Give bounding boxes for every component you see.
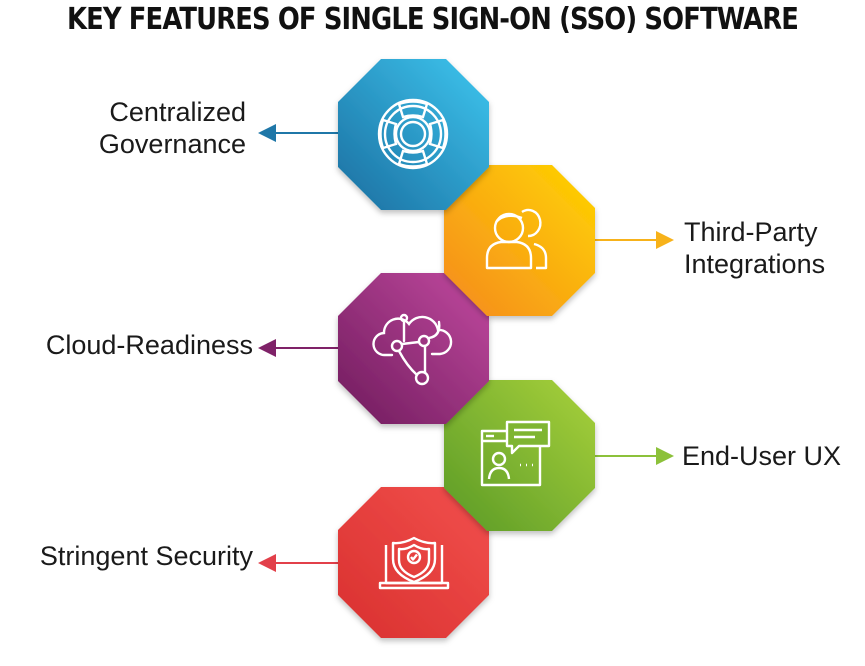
- arrow-cloud-readiness: [258, 339, 340, 357]
- arrow-end-user-ux: [590, 447, 674, 465]
- lifebuoy-icon: [377, 98, 449, 170]
- feature-label-line: Governance: [98, 129, 246, 159]
- feature-label-end-user-ux: End-User UX: [682, 440, 857, 472]
- feature-label-line: Cloud-Readiness: [45, 330, 253, 360]
- feature-label-cloud-readiness: Cloud-Readiness: [20, 329, 253, 361]
- feature-label-line: Centralized: [109, 97, 246, 127]
- octagon-end-user-ux: [444, 380, 595, 531]
- feature-label-stringent-security: Stringent Security: [10, 540, 253, 572]
- feature-label-line: Integrations: [684, 249, 826, 279]
- arrow-centralized-governance: [258, 124, 340, 142]
- user-interface-icon: [480, 420, 551, 487]
- feature-label-line: End-User UX: [682, 441, 842, 471]
- arrow-stringent-security: [258, 554, 340, 572]
- shield-laptop-icon: [378, 536, 450, 590]
- arrow-third-party-integrations: [590, 231, 674, 249]
- page-title: KEY FEATURES OF SINGLE SIGN-ON (SSO) SOF…: [66, 2, 799, 37]
- octagon-centralized-governance: [338, 59, 489, 210]
- cloud-network-icon: [372, 313, 453, 386]
- feature-label-line: Third-Party: [684, 217, 818, 247]
- feature-label-line: Stringent Security: [39, 541, 253, 571]
- users-icon: [485, 208, 548, 270]
- octagon-cloud-readiness: [338, 273, 489, 424]
- feature-label-centralized-governance: Centralized Governance: [60, 96, 246, 160]
- octagon-third-party-integrations: [444, 165, 595, 316]
- feature-label-third-party-integrations: Third-Party Integrations: [684, 216, 859, 280]
